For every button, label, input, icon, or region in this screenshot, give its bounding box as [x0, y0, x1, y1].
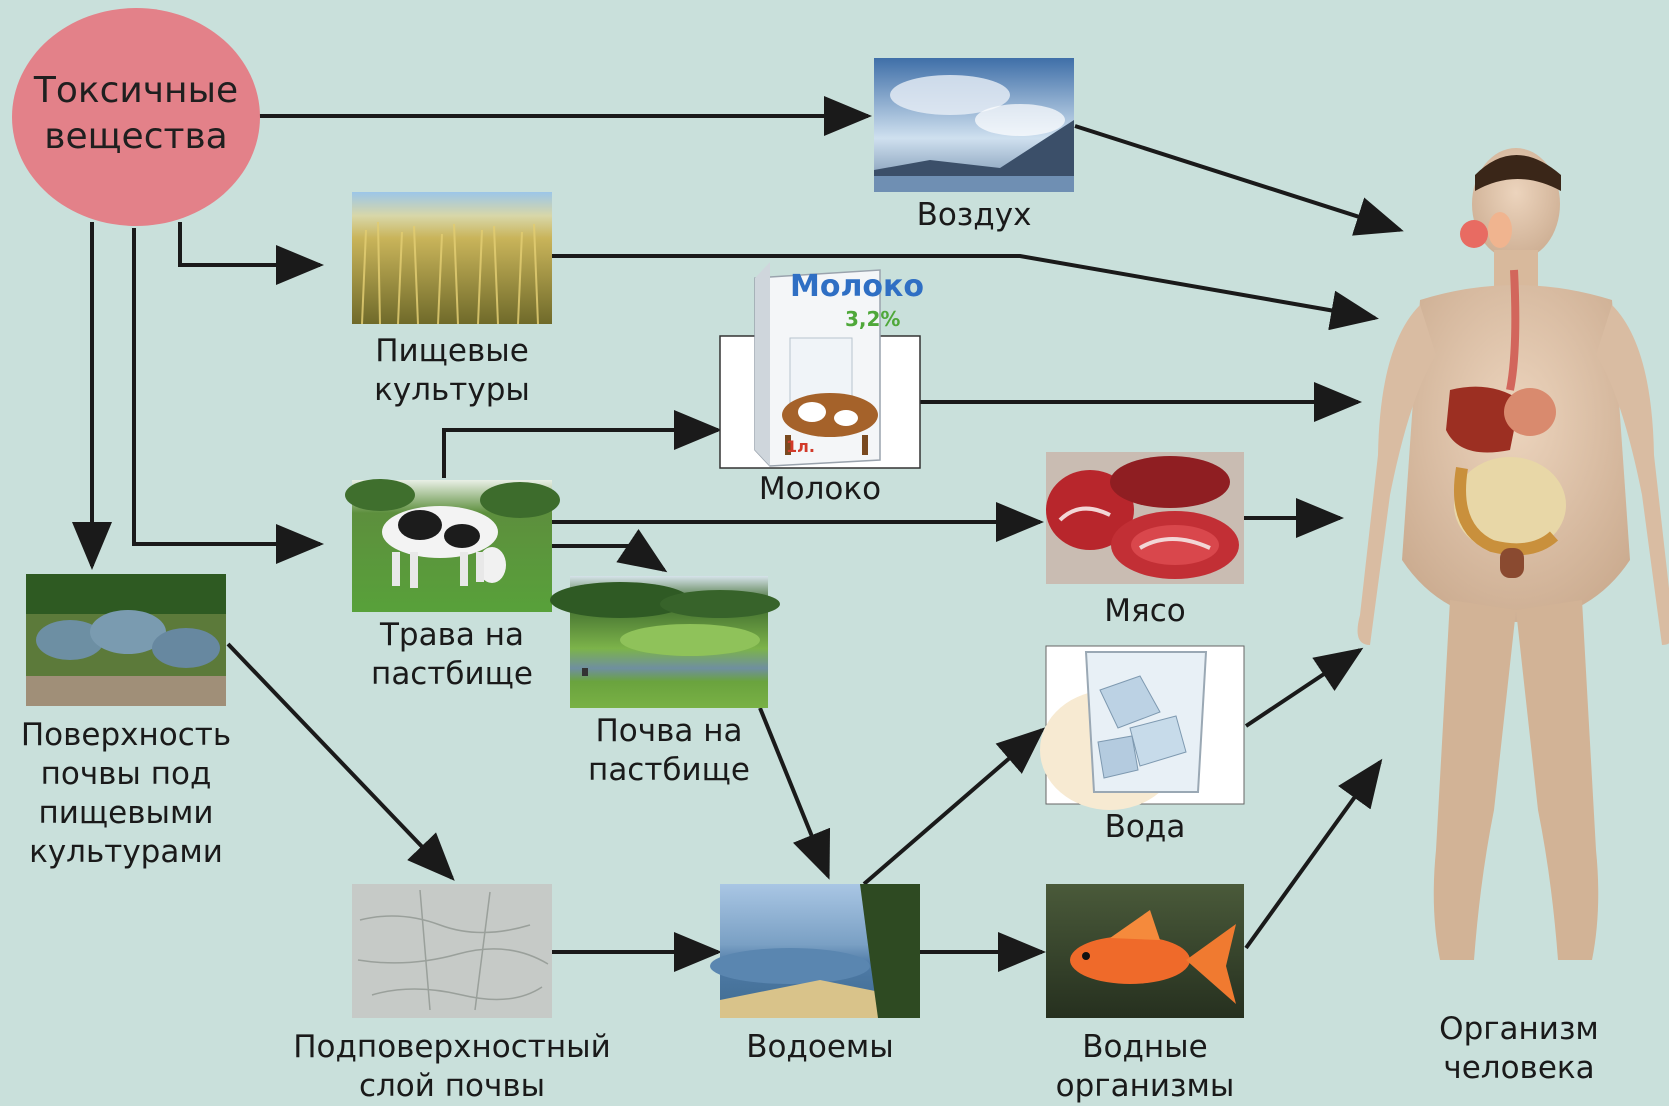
- meat-label: Мясо: [1104, 593, 1186, 629]
- meadow-photo: [550, 576, 780, 708]
- milk-carton-fat: 3,2%: [845, 307, 900, 331]
- milk-carton-volume: 1л.: [786, 437, 815, 456]
- river-photo: [710, 884, 920, 1018]
- toxic-substances-label: Токсичные вещества: [33, 70, 239, 157]
- milk-carton-photo: Молоко 3,2% 1л.: [719, 262, 924, 469]
- crops-label: Пищевые культуры: [374, 333, 530, 408]
- wheat-field-photo: [352, 192, 552, 325]
- milk-label: Молоко: [758, 471, 882, 507]
- air-label: Воздух: [916, 197, 1032, 233]
- arrow-surface-soil-to-subsurface: [226, 642, 455, 881]
- arrow-source-to-crops: [178, 222, 324, 285]
- surface-soil-label: Поверхность почвы под пищевыми культурам…: [20, 717, 232, 870]
- raw-meat-photo: [1046, 452, 1244, 584]
- arrow-aquatic-to-human: [1244, 758, 1383, 950]
- pasture-grass-label: Трава на пастбище: [371, 617, 533, 692]
- water-label: Вода: [1104, 809, 1186, 845]
- arrow-water-bodies-to-water: [862, 727, 1046, 886]
- water-bodies-label: Водоемы: [746, 1029, 894, 1065]
- grazing-cow-photo: [345, 479, 560, 612]
- goldfish-photo: [1046, 884, 1244, 1018]
- pasture-soil-label: Почва на пастбище: [588, 713, 750, 788]
- arrow-air-to-human: [1074, 124, 1404, 236]
- arrow-pasture-soil-to-water-bodies: [758, 707, 831, 880]
- subsurface-label: Подповерхностный слой почвы: [293, 1029, 611, 1104]
- arrow-source-to-grass: [132, 228, 324, 564]
- arrow-grass-to-milk: [442, 410, 722, 478]
- toxic-substances-circle: [12, 8, 260, 226]
- arrow-grass-to-pasture-soil: [552, 528, 668, 573]
- cabbage-bed-photo: [26, 574, 226, 706]
- aquatic-label: Водные организмы: [1055, 1029, 1235, 1104]
- human-label: Организм человека: [1439, 1011, 1599, 1086]
- arrows: [72, 96, 1404, 972]
- human-anatomy-figure: [1357, 148, 1669, 960]
- dry-soil-photo: [352, 884, 552, 1018]
- sky-lake-photo: [874, 58, 1074, 192]
- water-glass-photo: [1040, 645, 1245, 810]
- milk-carton-brand: Молоко: [790, 269, 924, 304]
- arrow-water-to-human: [1244, 647, 1364, 728]
- arrow-crops-to-human: [552, 254, 1379, 331]
